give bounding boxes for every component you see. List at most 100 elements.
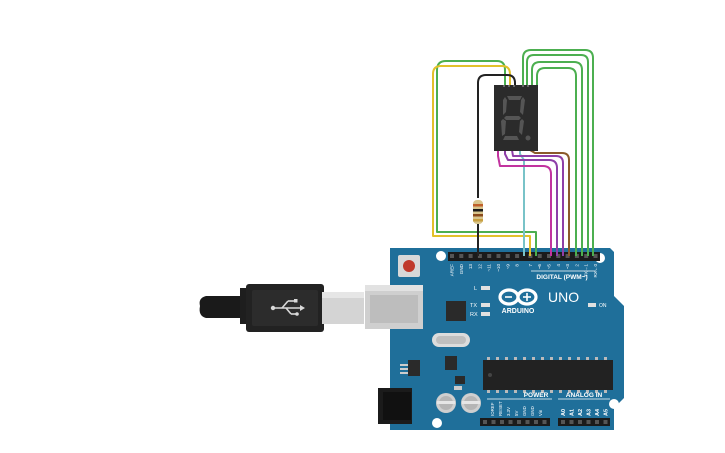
chip-pin bbox=[505, 357, 508, 360]
digital-pin-hole[interactable] bbox=[565, 254, 570, 258]
digital-pin-label: 4 bbox=[556, 264, 561, 267]
digital-pin-hole[interactable] bbox=[505, 254, 510, 258]
analog-pin-hole[interactable] bbox=[561, 420, 565, 424]
arduino-brand: ARDUINO bbox=[502, 308, 535, 315]
wire-brown[interactable] bbox=[529, 149, 570, 256]
wire-green-right-2[interactable] bbox=[526, 54, 589, 256]
chip-pin bbox=[586, 357, 589, 360]
power-header bbox=[480, 418, 550, 426]
digital-pin-label: ~5 bbox=[547, 264, 552, 270]
chip-pin bbox=[550, 390, 553, 393]
chip-pin bbox=[496, 357, 499, 360]
digital-pin-label: ~11 bbox=[487, 264, 492, 272]
digit-segments bbox=[501, 96, 525, 140]
digital-pin-label: AREF bbox=[450, 264, 455, 276]
chip-pin bbox=[541, 357, 544, 360]
digital-pin-label: GND bbox=[459, 263, 464, 274]
digital-pin-hole[interactable] bbox=[496, 254, 501, 258]
analog-header bbox=[558, 418, 610, 426]
power-pin-hole[interactable] bbox=[491, 420, 496, 424]
digital-pin-hole[interactable] bbox=[459, 254, 464, 258]
digital-pin-label: 8 bbox=[515, 264, 520, 267]
analog-pin-hole[interactable] bbox=[595, 420, 599, 424]
resistor[interactable] bbox=[473, 200, 483, 224]
digital-pin-label: ~9 bbox=[505, 264, 510, 270]
wire-green-right-4[interactable] bbox=[536, 67, 577, 256]
digital-pin-label: TX→1 bbox=[584, 264, 589, 277]
digital-pin-hole[interactable] bbox=[537, 254, 542, 258]
digital-pin-hole[interactable] bbox=[584, 254, 589, 258]
digital-pin-hole[interactable] bbox=[477, 254, 482, 258]
power-pin-label: GND bbox=[522, 406, 527, 416]
led-on bbox=[588, 303, 596, 307]
digital-pin-hole[interactable] bbox=[556, 254, 561, 258]
usb-cable[interactable] bbox=[199, 284, 364, 332]
wire-magenta[interactable] bbox=[497, 150, 552, 256]
chip-pin bbox=[487, 357, 490, 360]
digital-header-label: DIGITAL (PWM~) bbox=[536, 274, 587, 281]
led-rx-label: RX bbox=[470, 312, 478, 318]
power-pin-label: GND bbox=[530, 406, 535, 416]
arduino-logo-icon bbox=[498, 288, 538, 306]
led-on-label: ON bbox=[599, 303, 607, 309]
wire-purple-2[interactable] bbox=[511, 149, 564, 256]
power-pin-hole[interactable] bbox=[500, 420, 504, 424]
chip-pin bbox=[559, 390, 562, 393]
power-pin-label: 5V bbox=[514, 411, 519, 416]
wire-purple[interactable] bbox=[504, 150, 558, 256]
capacitor bbox=[461, 393, 481, 413]
segment-f bbox=[503, 97, 507, 115]
digital-pin-label: ~10 bbox=[496, 264, 501, 272]
power-pin-label: IOREF bbox=[490, 402, 495, 416]
power-pin-hole[interactable] bbox=[525, 420, 530, 424]
wire-green-right-3[interactable] bbox=[522, 49, 594, 256]
digital-pin-label: 7 bbox=[528, 264, 533, 267]
led-l-label: L bbox=[474, 286, 477, 292]
digital-pin-label: 2 bbox=[574, 264, 579, 267]
chip-pin bbox=[595, 357, 598, 360]
reset-button-cap[interactable] bbox=[403, 260, 415, 272]
analog-pin-hole[interactable] bbox=[578, 420, 582, 424]
analog-pin-hole[interactable] bbox=[569, 420, 574, 424]
chip-pin bbox=[514, 357, 517, 360]
analog-pin-label: A5 bbox=[604, 409, 610, 416]
led-tx-label: TX bbox=[470, 303, 477, 309]
analog-pin-label: A0 bbox=[561, 409, 567, 416]
power-pin-hole[interactable] bbox=[483, 420, 487, 424]
chip-pin bbox=[559, 357, 562, 360]
digital-pin-label: ~3 bbox=[565, 264, 570, 270]
power-pin-hole[interactable] bbox=[534, 420, 538, 424]
digital-pin-hole[interactable] bbox=[515, 254, 520, 258]
wire-green-right-1[interactable] bbox=[531, 61, 583, 256]
digital-pin-label: 12 bbox=[477, 264, 482, 270]
chip-pin bbox=[568, 357, 571, 360]
digital-pin-label: ~6 bbox=[537, 264, 542, 270]
power-pin-hole[interactable] bbox=[542, 420, 547, 424]
digital-pin-hole[interactable] bbox=[468, 254, 473, 258]
digital-pin-hole[interactable] bbox=[487, 254, 492, 258]
digital-pin-hole[interactable] bbox=[593, 254, 598, 258]
power-pin-hole[interactable] bbox=[517, 420, 521, 424]
chip-pin bbox=[604, 390, 607, 393]
analog-pin-label: A1 bbox=[570, 409, 576, 416]
analog-pin-hole[interactable] bbox=[586, 420, 591, 424]
chip-pin bbox=[586, 390, 589, 393]
chip-pin bbox=[550, 357, 553, 360]
chip-pin bbox=[487, 390, 490, 393]
wire-yellow[interactable] bbox=[432, 65, 531, 256]
power-pin-hole[interactable] bbox=[508, 420, 513, 424]
seven-segment-display[interactable] bbox=[494, 85, 538, 151]
digital-pin-hole[interactable] bbox=[450, 254, 454, 258]
wires[interactable] bbox=[432, 49, 594, 256]
segment-c bbox=[519, 119, 524, 135]
digital-pin-hole[interactable] bbox=[547, 254, 551, 258]
segment-a bbox=[507, 96, 522, 100]
analog-pin-hole[interactable] bbox=[603, 420, 608, 424]
chip-pin bbox=[604, 357, 607, 360]
segment-g bbox=[504, 116, 521, 120]
wire-black-ground[interactable] bbox=[477, 74, 516, 256]
